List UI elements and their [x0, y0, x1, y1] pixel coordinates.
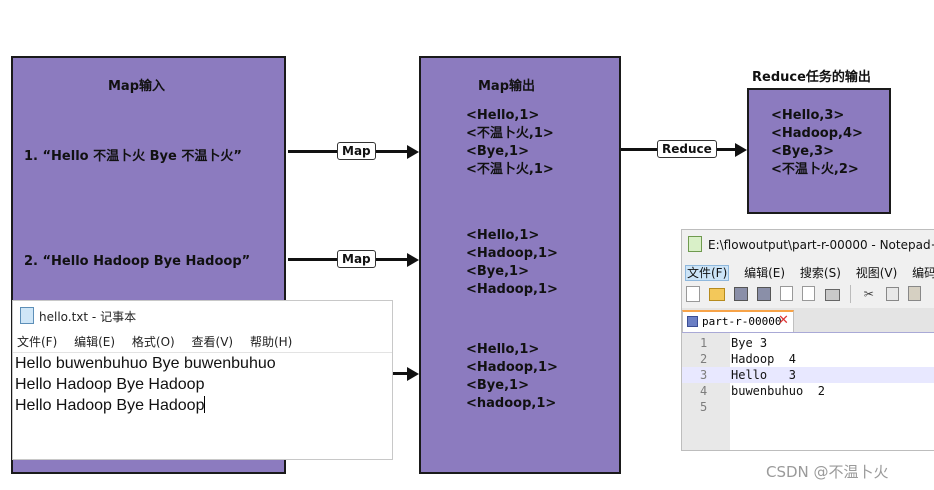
reduce-arrow-label: Reduce — [657, 140, 717, 158]
map-output-group-1: <Hello,1> <不温卜火,1> <Bye,1> <不温卜火,1> — [466, 107, 554, 179]
close-all-icon[interactable] — [802, 286, 816, 301]
csdn-watermark: CSDN @不温卜火 — [766, 463, 889, 481]
print-icon[interactable] — [824, 289, 840, 301]
kv-item: <Hello,3> — [771, 108, 845, 123]
map-output-group-2: <Hello,1> <Hadoop,1> <Bye,1> <Hadoop,1> — [466, 227, 558, 299]
notepadpp-editor[interactable]: 1 Bye 3 2 Hadoop 4 3 Hello 3 4 buwenbuhu… — [682, 333, 934, 450]
kv-item: <hadoop,1> — [466, 396, 557, 411]
notepad-menu-bar: 文件(F) 编辑(E) 格式(O) 查看(V) 帮助(H) — [17, 333, 305, 350]
line-text: Hadoop 4 — [731, 352, 797, 366]
notepadpp-menu-search[interactable]: 搜索(S) — [799, 266, 841, 280]
notepad-title: hello.txt - 记事本 — [39, 310, 137, 324]
notepadpp-menu-bar: 文件(F) 编辑(E) 搜索(S) 视图(V) 编码( — [685, 264, 934, 281]
kv-item: <Hadoop,1> — [466, 282, 558, 297]
kv-item: <Hello,1> — [466, 342, 540, 357]
copy-icon[interactable] — [885, 287, 899, 301]
notepad-line: Hello buwenbuhuo Bye buwenbuhuo — [15, 355, 276, 372]
close-file-icon[interactable] — [780, 286, 794, 301]
tab-save-icon — [687, 316, 698, 327]
map-arrow-3-line — [393, 372, 408, 375]
notepadpp-menu-edit[interactable]: 编辑(E) — [744, 266, 786, 280]
line-number: 3 — [700, 368, 708, 382]
notepadpp-menu-file[interactable]: 文件(F) — [685, 265, 730, 281]
new-file-icon[interactable] — [686, 286, 700, 302]
map-output-title: Map输出 — [478, 79, 536, 94]
notepadpp-menu-view[interactable]: 视图(V) — [855, 266, 898, 280]
map-arrow-3-head — [407, 367, 419, 381]
tab-close-icon[interactable]: ✕ — [778, 313, 789, 328]
notepadpp-window: E:\flowoutput\part-r-00000 - Notepad+ 文件… — [681, 229, 934, 451]
kv-item: <Bye,3> — [771, 144, 834, 159]
line-number: 4 — [700, 384, 708, 398]
notepadpp-app-icon — [688, 236, 702, 252]
kv-item: <Hadoop,1> — [466, 246, 558, 261]
notepad-menu-help[interactable]: 帮助(H) — [249, 335, 293, 349]
notepad-line-text: Hello Hadoop Bye Hadoop — [15, 397, 205, 414]
save-all-icon[interactable] — [757, 287, 772, 301]
tab-label: part-r-00000 — [702, 315, 782, 328]
map-output-group-3: <Hello,1> <Hadoop,1> <Bye,1> <hadoop,1> — [466, 341, 558, 413]
notepad-window: hello.txt - 记事本 文件(F) 编辑(E) 格式(O) 查看(V) … — [12, 300, 393, 460]
map-arrow-1-label: Map — [337, 142, 376, 160]
map-input-title: Map输入 — [108, 79, 166, 94]
map-arrow-2-head — [407, 253, 419, 267]
text-cursor — [204, 396, 206, 413]
notepad-app-icon — [20, 307, 34, 324]
kv-item: <不温卜火,2> — [771, 162, 859, 177]
save-icon[interactable] — [734, 287, 749, 301]
map-output-box — [419, 56, 621, 474]
notepad-menu-edit[interactable]: 编辑(E) — [74, 335, 116, 349]
map-input-line-1: 1. “Hello 不温卜火 Bye 不温卜火” — [24, 149, 242, 164]
line-number: 2 — [700, 352, 708, 366]
reduce-output-list: <Hello,3> <Hadoop,4> <Bye,3> <不温卜火,2> — [771, 107, 863, 179]
kv-item: <Hello,1> — [466, 228, 540, 243]
kv-item: <Hadoop,4> — [771, 126, 863, 141]
notepadpp-tab-bar: part-r-00000 ✕ — [682, 308, 934, 333]
notepad-text-area[interactable]: Hello buwenbuhuo Bye buwenbuhuo Hello Ha… — [15, 353, 276, 416]
notepad-menu-file[interactable]: 文件(F) — [17, 335, 58, 349]
kv-item: <不温卜火,1> — [466, 126, 554, 141]
line-text: Bye 3 — [731, 336, 768, 350]
notepad-menu-divider — [13, 352, 392, 353]
editor-line-current: 3 Hello 3 — [682, 367, 934, 383]
line-text: buwenbuhuo 2 — [731, 384, 825, 398]
line-number-gutter — [682, 333, 730, 450]
tab-part-r-00000[interactable]: part-r-00000 ✕ — [682, 310, 794, 332]
map-input-line-2: 2. “Hello Hadoop Bye Hadoop” — [24, 254, 251, 269]
notepadpp-menu-encoding[interactable]: 编码( — [912, 266, 934, 280]
line-number: 1 — [700, 336, 708, 350]
notepad-line: Hello Hadoop Bye Hadoop — [15, 395, 276, 416]
notepad-menu-view[interactable]: 查看(V) — [191, 335, 234, 349]
kv-item: <Bye,1> — [466, 264, 529, 279]
notepadpp-title: E:\flowoutput\part-r-00000 - Notepad+ — [708, 238, 934, 252]
line-text: Hello 3 — [731, 368, 797, 382]
line-number: 5 — [700, 400, 708, 414]
editor-line: 4 buwenbuhuo 2 — [682, 383, 934, 399]
kv-item: <不温卜火,1> — [466, 162, 554, 177]
paste-icon[interactable] — [907, 286, 921, 301]
map-arrow-1-head — [407, 145, 419, 159]
editor-line: 1 Bye 3 — [682, 335, 934, 351]
kv-item: <Hello,1> — [466, 108, 540, 123]
notepadpp-toolbar: ✂ — [684, 283, 934, 305]
reduce-output-box — [747, 88, 891, 214]
reduce-arrow-head — [735, 143, 747, 157]
kv-item: <Bye,1> — [466, 378, 529, 393]
editor-line: 5 — [682, 399, 934, 415]
notepad-line: Hello Hadoop Bye Hadoop — [15, 376, 205, 393]
open-folder-icon[interactable] — [709, 288, 726, 301]
notepad-menu-format[interactable]: 格式(O) — [131, 335, 175, 349]
cut-icon[interactable]: ✂ — [863, 287, 874, 301]
kv-item: <Hadoop,1> — [466, 360, 558, 375]
map-arrow-2-label: Map — [337, 250, 376, 268]
toolbar-divider — [849, 285, 851, 303]
kv-item: <Bye,1> — [466, 144, 529, 159]
editor-line: 2 Hadoop 4 — [682, 351, 934, 367]
reduce-output-title: Reduce任务的输出 — [752, 70, 871, 85]
